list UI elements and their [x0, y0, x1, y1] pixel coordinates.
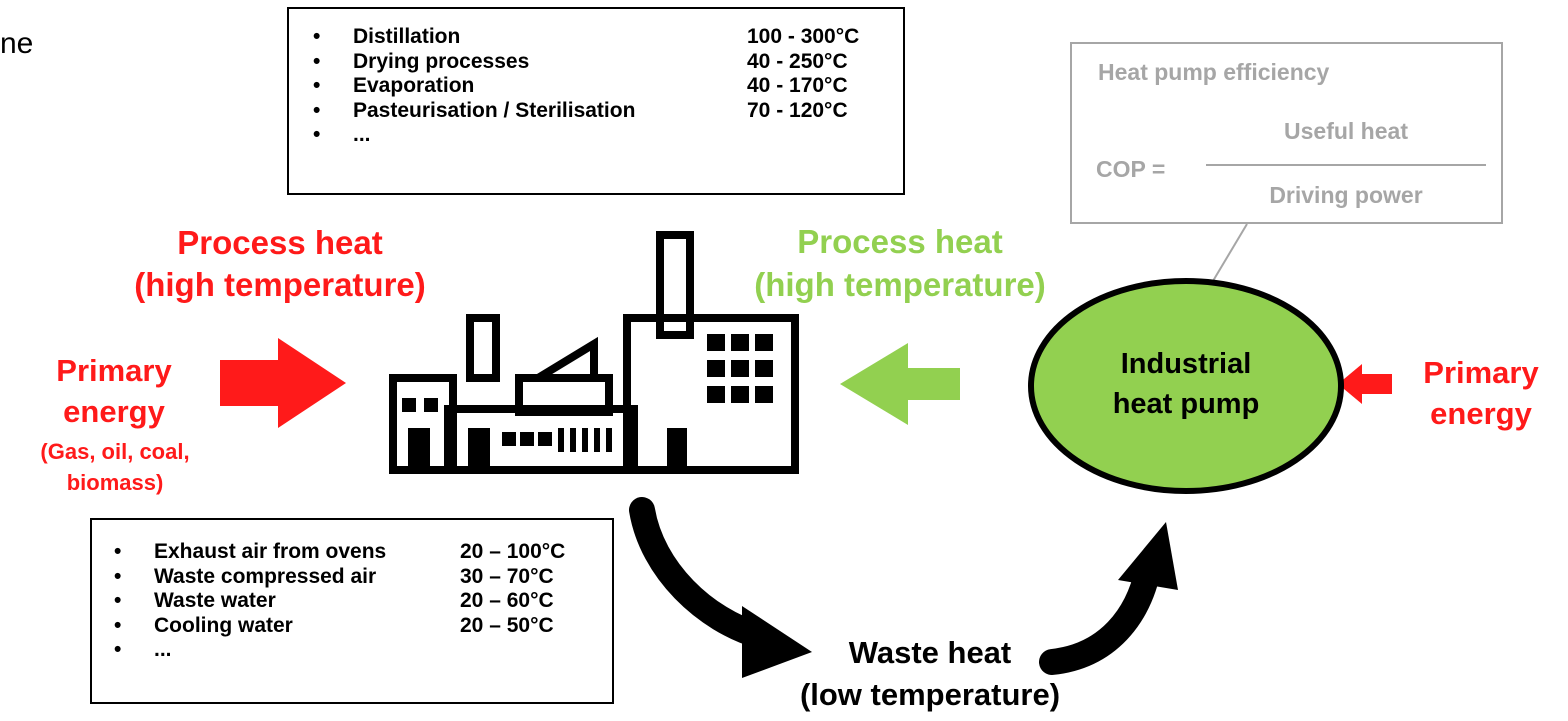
left-process-heat-line2: (high temperature)	[134, 266, 426, 303]
left-primary-energy-label: Primary energy	[14, 350, 214, 432]
cop-numerator: Useful heat	[1284, 118, 1408, 144]
waste-heat-arrow-down	[629, 497, 812, 678]
efficiency-box: Heat pump efficiency COP = Useful heat D…	[1070, 42, 1503, 224]
left-primary-line2: energy	[63, 394, 165, 429]
right-primary-energy-label: Primary energy	[1398, 352, 1564, 434]
right-primary-line2: energy	[1430, 396, 1532, 431]
factory-icon	[389, 231, 799, 474]
left-sources-line1: (Gas, oil, coal,	[40, 439, 190, 464]
left-process-heat-line1: Process heat	[177, 224, 383, 261]
corner-text-fragment: ne	[0, 27, 34, 60]
cop-label: COP =	[1096, 156, 1166, 182]
callout-line	[1209, 223, 1248, 287]
left-primary-line1: Primary	[56, 353, 172, 388]
heat-pump-line2: heat pump	[1112, 388, 1260, 420]
waste-heat-line2: (low temperature)	[799, 677, 1061, 712]
green-process-heat-arrow	[840, 343, 960, 425]
left-sources-line2: biomass)	[66, 470, 164, 495]
waste-heat-line1: Waste heat	[848, 635, 1012, 670]
left-energy-sources-label: (Gas, oil, coal, biomass)	[4, 436, 226, 498]
efficiency-title: Heat pump efficiency	[1098, 59, 1330, 85]
cop-denominator: Driving power	[1269, 182, 1423, 208]
right-primary-arrow	[1338, 364, 1392, 404]
left-primary-arrow	[220, 338, 346, 428]
right-process-heat-line2: (high temperature)	[754, 266, 1046, 303]
factory-windows	[402, 334, 773, 470]
right-primary-line1: Primary	[1423, 355, 1539, 390]
fraction-bar	[1206, 164, 1486, 166]
right-process-heat-label: Process heat (high temperature)	[720, 220, 1080, 306]
heat-pump-line1: Industrial	[1120, 348, 1252, 380]
right-process-heat-line1: Process heat	[797, 223, 1003, 260]
waste-heat-label: Waste heat (low temperature)	[740, 632, 1120, 716]
waste-heat-arrow-up	[1039, 522, 1178, 675]
heat-pump-ellipse	[1028, 278, 1344, 494]
heat-pump-label: Industrial heat pump	[1040, 344, 1332, 424]
left-process-heat-label: Process heat (high temperature)	[100, 222, 460, 306]
